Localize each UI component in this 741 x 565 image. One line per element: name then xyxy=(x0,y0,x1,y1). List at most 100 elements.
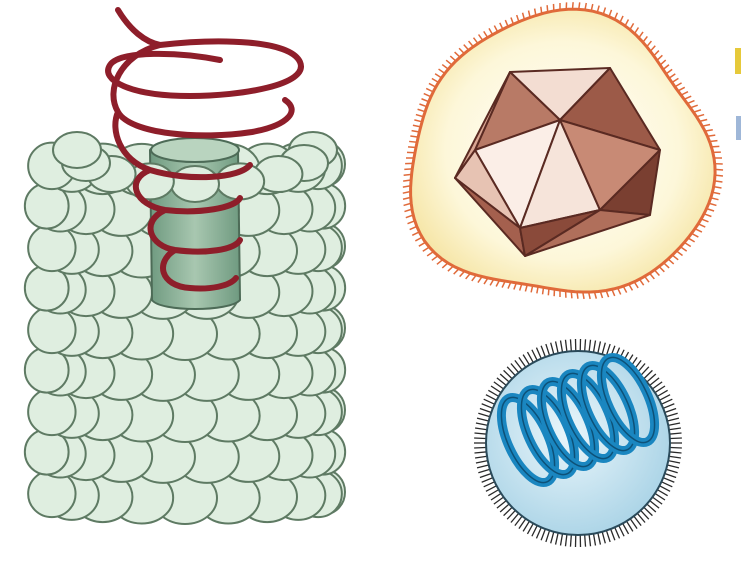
envelope-hair xyxy=(672,255,678,260)
envelope-hair xyxy=(663,65,669,70)
envelope-hair xyxy=(704,214,711,217)
envelope-hair xyxy=(415,237,422,241)
envelope-hair xyxy=(459,48,464,53)
envelope-hair xyxy=(664,263,669,268)
envelope-hair xyxy=(469,41,474,47)
envelope-hair xyxy=(635,28,639,34)
envelope-hair xyxy=(647,41,652,47)
envelope-hair xyxy=(687,101,694,104)
envelope-hair xyxy=(439,69,445,73)
envelope-hair xyxy=(448,266,453,271)
envelope-hair xyxy=(424,94,431,97)
envelope-hair xyxy=(547,5,548,12)
envelope-hair xyxy=(543,287,544,294)
envelope-hair xyxy=(426,88,433,91)
envelope-hair xyxy=(692,233,699,237)
envelope-hair xyxy=(639,32,643,38)
envelope-hair xyxy=(659,266,664,271)
envelope-hair xyxy=(695,229,702,232)
envelope-hair xyxy=(709,203,717,205)
envelope-hair xyxy=(437,260,443,265)
envelope-hair xyxy=(454,269,459,274)
envelope-hair xyxy=(460,271,465,276)
envelope-hair xyxy=(660,60,666,65)
envelope-hair xyxy=(500,23,503,29)
envelope-hair xyxy=(623,286,626,292)
envelope-hair xyxy=(615,13,618,20)
envelope-hair xyxy=(630,23,634,29)
envelope-hair xyxy=(432,256,438,261)
envelope-hair xyxy=(414,120,422,122)
capsid-core-top xyxy=(151,138,239,162)
envelope-hair xyxy=(640,279,644,285)
envelope-hair xyxy=(650,46,655,51)
envelope-hair xyxy=(419,242,426,246)
envelope-hair xyxy=(484,31,488,37)
envelope-hair xyxy=(625,20,628,26)
envelope-hair xyxy=(684,96,691,99)
capsomer xyxy=(28,307,75,353)
envelope-hair xyxy=(572,2,573,9)
envelope-hair xyxy=(645,276,649,282)
envelope-hair xyxy=(423,247,429,251)
envelope-hair xyxy=(489,28,493,34)
envelope-hair xyxy=(494,26,497,32)
envelope-hair xyxy=(666,69,672,74)
envelope-hair xyxy=(654,270,659,275)
envelope-hair xyxy=(707,209,715,211)
envelope-hair xyxy=(541,7,542,14)
capsomer-ring xyxy=(171,166,219,202)
envelope-hair xyxy=(404,169,412,170)
capsomer-ring xyxy=(53,132,101,168)
capsomer xyxy=(28,225,75,271)
envelope-hair xyxy=(675,83,682,87)
envelope-hair xyxy=(427,252,433,256)
envelope-hair xyxy=(668,259,674,264)
envelope-hair xyxy=(412,232,419,235)
capsomer xyxy=(28,389,75,435)
envelope-hair xyxy=(693,110,701,112)
envelope-hair xyxy=(446,60,452,65)
envelope-hair xyxy=(413,125,421,127)
envelope-hair xyxy=(435,74,441,78)
envelope-hair xyxy=(404,174,412,175)
envelope-hair xyxy=(455,52,460,57)
edge-marker-yellow xyxy=(735,48,741,74)
enveloped-virus-icon xyxy=(474,339,682,547)
envelope-hair xyxy=(688,238,695,242)
envelope-hair xyxy=(429,83,436,87)
envelope-hair xyxy=(634,282,638,288)
envelope-hair xyxy=(410,226,417,229)
envelope-hair xyxy=(523,13,525,20)
envelope-hair xyxy=(712,192,720,194)
envelope-hair xyxy=(450,56,456,61)
icosahedron-icon xyxy=(403,2,723,299)
envelope-hair xyxy=(421,99,428,102)
envelope-hair xyxy=(517,15,519,22)
envelope-hair xyxy=(654,51,659,56)
envelope-hair xyxy=(715,169,723,170)
envelope-hair xyxy=(432,79,439,83)
envelope-hair xyxy=(643,36,647,42)
envelope-hair xyxy=(711,146,719,147)
capsomer xyxy=(28,471,75,517)
envelope-hair xyxy=(672,78,678,82)
envelope-hair xyxy=(701,219,708,222)
envelope-hair xyxy=(710,141,718,142)
envelope-hair xyxy=(466,273,471,279)
envelope-hair xyxy=(419,104,426,107)
envelope-hair xyxy=(409,141,417,142)
envelope-hair xyxy=(681,92,688,95)
envelope-hair xyxy=(474,38,478,44)
envelope-hair xyxy=(408,147,416,148)
helical-capsid-icon xyxy=(25,10,345,524)
envelope-hair xyxy=(678,87,685,91)
envelope-hair xyxy=(711,198,719,200)
envelope-hair xyxy=(579,2,580,9)
envelope-hair xyxy=(680,247,686,251)
envelope-hair xyxy=(597,6,599,13)
envelope-hair xyxy=(548,288,549,295)
envelope-hair xyxy=(442,65,448,70)
